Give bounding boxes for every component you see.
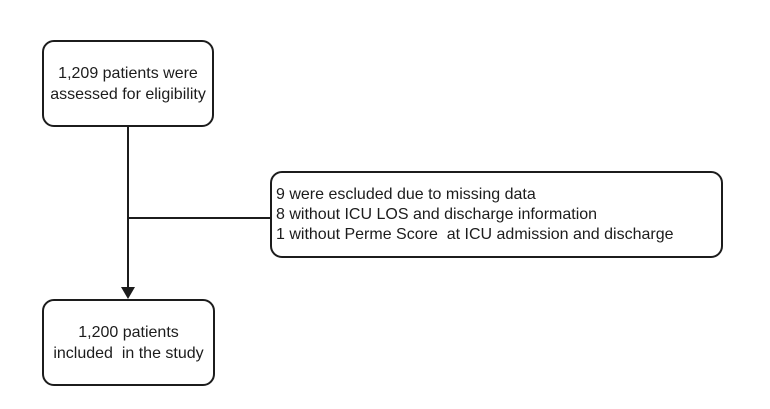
connector-horizontal-line (128, 217, 270, 219)
box-included-study: 1,200 patients included in the study (42, 299, 215, 386)
box-included-line-1: 1,200 patients (78, 323, 179, 341)
box-included-line-2: included in the study (53, 344, 204, 362)
box-excluded-reasons: 9 were escluded due to missing data 8 wi… (270, 171, 723, 258)
connector-vertical-line (127, 127, 129, 289)
box-assessed-eligibility: 1,209 patients were assessed for eligibi… (42, 40, 214, 127)
box-assessed-line-2: assessed for eligibility (50, 85, 206, 103)
arrowhead-down-icon (121, 287, 135, 299)
box-excluded-line-2: 8 without ICU LOS and discharge informat… (276, 205, 598, 223)
box-assessed-line-1: 1,209 patients were (58, 64, 198, 82)
box-excluded-line-1: 9 were escluded due to missing data (276, 185, 536, 203)
box-excluded-line-3: 1 without Perme Score at ICU admission a… (276, 225, 674, 243)
